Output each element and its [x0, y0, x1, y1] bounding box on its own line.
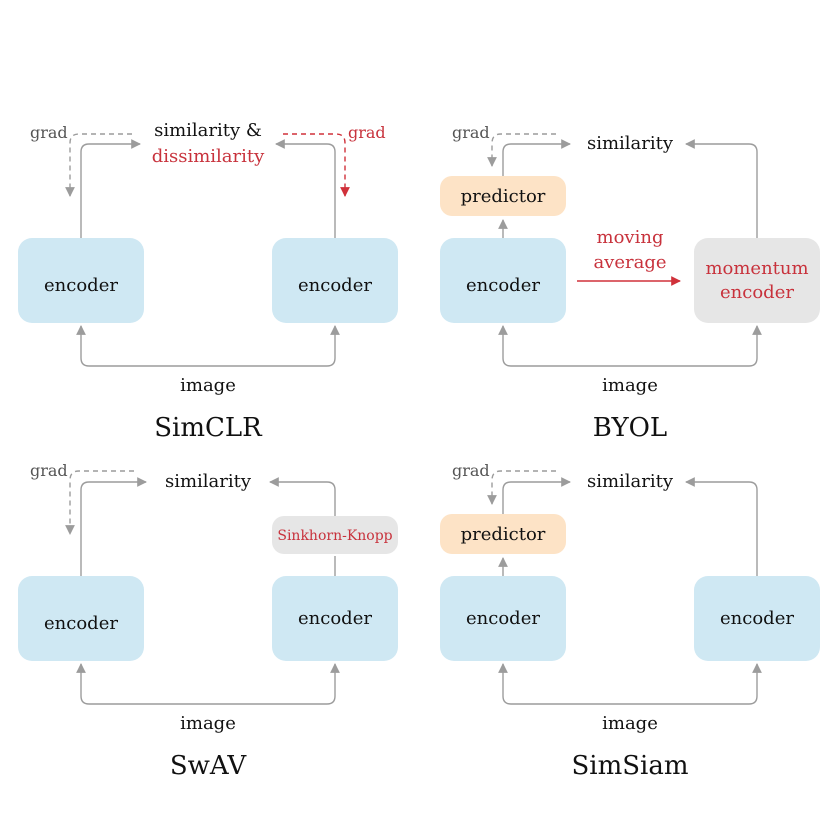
simclr-title: SimCLR [154, 413, 263, 443]
swav-title: SwAV [170, 751, 248, 781]
simsiam-encoder-right-box [694, 576, 820, 661]
byol-title: BYOL [593, 413, 667, 443]
swav-sinkhorn-to-similarity-arrow [269, 477, 336, 516]
simclr-encoder-left-label: encoder [44, 275, 118, 296]
byol-predictor-label: predictor [461, 186, 546, 207]
simsiam-encoder-right-label: encoder [720, 608, 794, 629]
swav-encoder-right-label: encoder [298, 608, 372, 629]
byol-grad-label: grad [452, 123, 490, 142]
byol-image-label: image [602, 375, 658, 396]
simsiam-grad-label: grad [452, 461, 490, 480]
byol-similarity-label: similarity [587, 133, 674, 154]
simsiam-similarity-label: similarity [587, 471, 674, 492]
simsiam-predictor-to-similarity-arrow [502, 477, 571, 514]
byol-predictor-to-similarity-arrow [502, 139, 571, 176]
simclr-encoder-right-box [272, 238, 398, 323]
simclr-right-to-similarity-arrow [275, 139, 336, 238]
simsiam-predictor-box [440, 514, 566, 554]
byol-moving-label-line2: average [593, 252, 666, 273]
simclr-similarity-label: similarity & [154, 120, 262, 141]
simsiam-image-to-left-arrow [498, 663, 630, 705]
swav-left-to-similarity-arrow [80, 477, 147, 576]
simclr-encoder-right-label: encoder [298, 275, 372, 296]
swav-image-label: image [180, 713, 236, 734]
byol-image-to-momentum-arrow [630, 325, 762, 367]
simclr-image-to-left-arrow [76, 325, 208, 367]
byol-grad-arrow [487, 133, 556, 167]
byol-encoder-box [440, 238, 566, 323]
simsiam-encoder-left-box [440, 576, 566, 661]
swav-encoder-right-box [272, 576, 398, 661]
simclr-image-label: image [180, 375, 236, 396]
swav-sinkhorn-label: Sinkhorn-Knopp [277, 528, 392, 544]
panel-simclr: encoder encoder similarity & dissimilari… [18, 120, 398, 443]
byol-encoder-label: encoder [466, 275, 540, 296]
byol-momentum-encoder-box [694, 238, 820, 323]
swav-encoder-left-box [18, 576, 144, 661]
byol-predictor-box [440, 176, 566, 216]
simclr-left-to-similarity-arrow [80, 139, 141, 238]
simsiam-image-label: image [602, 713, 658, 734]
simsiam-image-to-right-arrow [630, 663, 762, 705]
byol-momentum-label-line1: momentum [705, 258, 808, 279]
simclr-dissimilarity-label: dissimilarity [152, 146, 265, 167]
simsiam-right-to-similarity-arrow [685, 477, 758, 576]
swav-image-to-left-arrow [76, 663, 208, 705]
swav-encoder-left-label: encoder [44, 613, 118, 634]
swav-similarity-label: similarity [165, 471, 252, 492]
panel-simsiam: encoder encoder predictor similarity gra… [440, 461, 820, 781]
byol-momentum-to-similarity-arrow [685, 139, 758, 238]
simsiam-grad-arrow [487, 470, 556, 505]
simclr-image-to-right-arrow [208, 325, 340, 367]
simsiam-title: SimSiam [571, 751, 688, 781]
simsiam-encoder-left-label: encoder [466, 608, 540, 629]
simclr-encoder-left-box [18, 238, 144, 323]
swav-sinkhorn-box [272, 516, 398, 554]
panel-byol: encoder momentum encoder predictor simil… [440, 123, 820, 443]
panel-swav: encoder encoder Sinkhorn-Knopp similarit… [18, 461, 398, 781]
swav-grad-arrow [65, 470, 134, 535]
simsiam-predictor-label: predictor [461, 524, 546, 545]
swav-grad-label: grad [30, 461, 68, 480]
byol-momentum-label-line2: encoder [720, 282, 794, 303]
byol-image-to-encoder-arrow [498, 325, 630, 367]
simclr-grad-left-label: grad [30, 123, 68, 142]
swav-image-to-right-arrow [208, 663, 340, 705]
byol-moving-label-line1: moving [597, 227, 664, 248]
simclr-grad-left-arrow [65, 133, 132, 197]
simclr-grad-right-label: grad [348, 123, 386, 142]
simclr-grad-right-arrow [283, 133, 350, 197]
